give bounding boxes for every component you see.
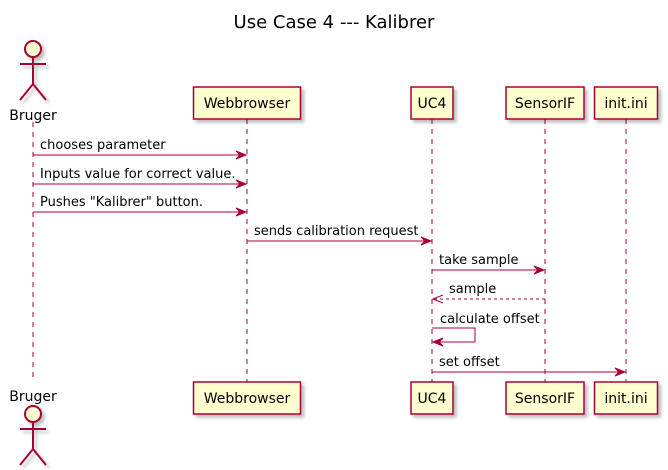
participant-box [593,381,659,415]
message-label: sends calibration request [254,224,419,239]
message-arrow [432,327,476,343]
participant-box [410,86,454,120]
participant-label: SensorIF [515,96,575,112]
message-1: chooses parameter [33,138,248,160]
participant-box [593,86,659,120]
actor-icon [19,40,47,101]
actor-bruger-top: Bruger [9,40,57,124]
diagram-title: Use Case 4 --- Kalibrer [234,12,436,33]
actor-bruger-bottom: Bruger [9,389,57,466]
message-label: Pushes "Kalibrer" button. [40,195,203,210]
participant-box [505,86,585,120]
message-6: sample [431,282,545,304]
actor-icon [19,405,47,466]
actor-label: Bruger [9,389,57,405]
participant-initini-bottom: init.ini [593,381,659,415]
arrowhead [235,150,248,160]
arrowhead [533,265,546,275]
participant-box [192,86,302,120]
participant-label: init.ini [604,96,647,112]
participant-label: UC4 [418,391,447,407]
message-3: Pushes "Kalibrer" button. [33,195,248,217]
participant-initini-top: init.ini [593,86,659,120]
arrowhead [431,337,444,347]
participant-sensorif-top: SensorIF [505,86,585,120]
message-label: take sample [439,253,519,268]
participant-webbrowser-top: Webbrowser [192,86,302,120]
message-label: Inputs value for correct value. [40,167,236,182]
participant-webbrowser-bottom: Webbrowser [192,381,302,415]
message-label: set offset [439,355,500,370]
participant-box [192,381,302,415]
message-label: sample [449,282,496,297]
participant-label: UC4 [418,96,447,112]
participant-sensorif-bottom: SensorIF [505,381,585,415]
message-5: take sample [432,253,546,275]
arrowhead [235,207,248,217]
arrowhead [431,294,444,304]
message-8: set offset [432,355,627,377]
participant-label: SensorIF [515,391,575,407]
message-2: Inputs value for correct value. [33,167,248,189]
participant-label: init.ini [604,391,647,407]
arrowhead [614,367,627,377]
message-7: calculate offset [431,312,540,347]
arrowhead [420,236,433,246]
arrowhead [235,179,248,189]
participant-box [410,381,454,415]
message-4: sends calibration request [247,224,433,246]
participant-label: Webbrowser [204,391,291,407]
actor-label: Bruger [9,108,57,124]
participant-uc4-top: UC4 [410,86,454,120]
message-label: calculate offset [440,312,540,327]
message-label: chooses parameter [40,138,166,153]
participant-uc4-bottom: UC4 [410,381,454,415]
participant-label: Webbrowser [204,96,291,112]
participant-box [505,381,585,415]
